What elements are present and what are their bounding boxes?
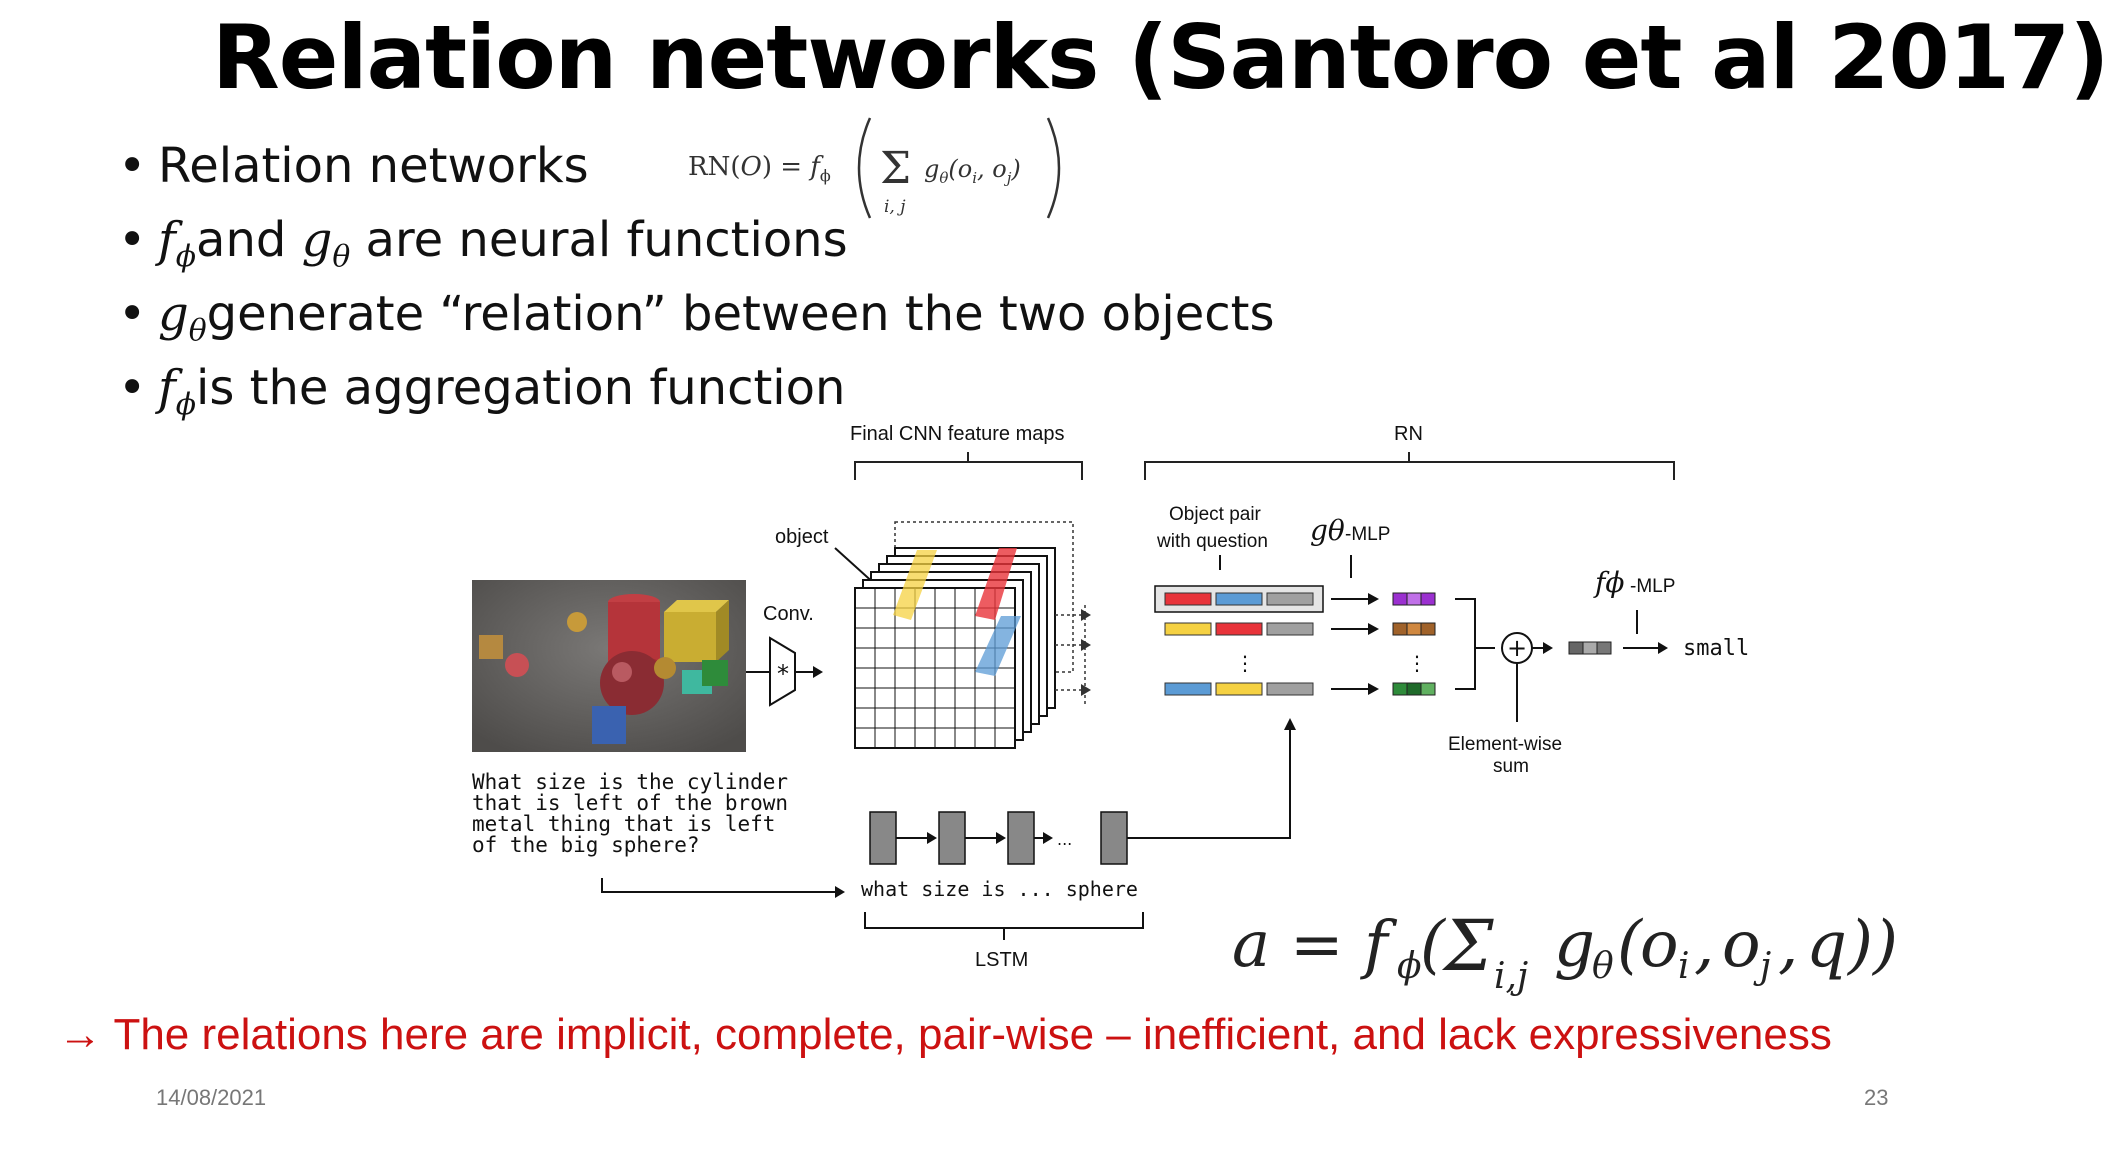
svg-text:,: , (1694, 908, 1714, 982)
svg-text:i, j: i, j (884, 197, 906, 217)
g-output-2 (1392, 622, 1436, 636)
svg-text:+: + (1507, 634, 1527, 662)
rn-label: RN (1394, 423, 1423, 445)
slide: Relation networks (Santoro et al 2017) •… (58, 6, 2108, 1110)
conv-label: Conv. (763, 603, 814, 625)
pair-ellipsis: ⋮ (1235, 651, 1255, 675)
slide-date: 14/08/2021 (156, 1085, 267, 1110)
svg-text:g: g (1554, 908, 1595, 982)
pair-row-2 (1164, 622, 1314, 636)
svg-text:Σ: Σ (1441, 905, 1494, 987)
pair-row-1 (1164, 592, 1314, 606)
bullet-1-text: Relation networks (158, 138, 589, 194)
sum-output (1568, 641, 1612, 655)
f-phi-label: fϕ (1593, 566, 1624, 599)
output-answer: small (1683, 636, 1749, 661)
object-pair-label-1: Object pair (1169, 504, 1262, 525)
arrow-right-icon: → (58, 1010, 102, 1059)
svg-text:...: ... (1057, 830, 1072, 849)
rn-bracket (1144, 452, 1675, 480)
svg-text:=: = (1290, 908, 1344, 982)
bullet-1: •Relation networks (118, 138, 589, 194)
g-theta-symbol: gθ (301, 212, 351, 275)
bullet-2: •fϕand gθ are neural functions (118, 212, 848, 274)
g-theta-symbol: gθ (158, 286, 207, 349)
clevr-scene-image (472, 580, 746, 752)
lstm-words: what size is ... sphere (861, 877, 1138, 901)
svg-text:(: ( (1617, 908, 1644, 982)
object-pair-label-2: with question (1156, 531, 1268, 552)
g-theta-label: gθ (1310, 514, 1345, 547)
f-mlp-label: -MLP (1630, 576, 1675, 597)
conv-star: * (777, 660, 789, 688)
bullet-3: •gθgenerate “relation” between the two o… (118, 286, 1275, 348)
cnn-bracket (854, 452, 1083, 480)
bullet-dot: • (118, 360, 147, 416)
bullet-3-text: generate “relation” between the two obje… (206, 286, 1275, 342)
lstm-cells (869, 811, 1128, 865)
f-phi-symbol: fϕ (158, 212, 197, 275)
svg-text:i: i (1678, 946, 1690, 987)
svg-text:i,j: i,j (1494, 956, 1528, 997)
svg-text:f: f (1360, 908, 1398, 982)
conclusion-text: → The relations here are implicit, compl… (58, 1010, 1832, 1059)
svg-text:)): )) (1846, 908, 1898, 982)
g-output-1 (1392, 592, 1436, 606)
f-phi-symbol: fϕ (158, 360, 197, 423)
svg-text:⋮: ⋮ (1407, 651, 1427, 675)
svg-text:ϕ: ϕ (1397, 946, 1422, 987)
pair-row-n (1164, 682, 1314, 696)
slide-title: Relation networks (Santoro et al 2017) (212, 6, 2108, 109)
svg-text:,: , (1778, 908, 1798, 982)
element-wise-label-2: sum (1493, 756, 1529, 777)
answer-formula: a = f ϕ ( Σ i,j g θ ( o i , o j , q )) (1232, 896, 2012, 1023)
final-cnn-label: Final CNN feature maps (850, 423, 1065, 445)
bullet-dot: • (118, 212, 147, 268)
lstm-label: LSTM (975, 949, 1028, 971)
svg-text:gθ(oi, oj): gθ(oi, oj) (924, 155, 1021, 187)
g-output-n (1392, 682, 1436, 696)
bullet-dot: • (118, 286, 147, 342)
bullet-dot: • (118, 138, 147, 194)
g-mlp-label: -MLP (1345, 524, 1390, 545)
svg-text:(: ( (1420, 908, 1447, 982)
feature-map-stack (854, 547, 1056, 749)
bullet-4: •fϕis the aggregation function (118, 360, 845, 422)
svg-text:q: q (1806, 908, 1847, 982)
svg-text:RN(O) = fϕ: RN(O) = fϕ (688, 152, 831, 185)
bullet-2-text-a: and (196, 212, 302, 268)
svg-text:o: o (1640, 908, 1679, 982)
rn-formula: RN(O) = fϕ Σ i, j gθ(oi, oj) (688, 108, 1068, 228)
bullet-2-text-b: are neural functions (350, 212, 848, 268)
svg-text:θ: θ (1592, 946, 1614, 987)
svg-text:Σ: Σ (880, 143, 911, 194)
element-wise-label-1: Element-wise (1448, 734, 1562, 755)
conv-block (769, 636, 796, 707)
bullet-4-text: is the aggregation function (196, 360, 846, 416)
svg-text:o: o (1722, 908, 1761, 982)
svg-text:a: a (1232, 908, 1270, 982)
object-label: object (775, 526, 829, 548)
rn-diagram: Final CNN feature maps RN object Conv. * (601, 423, 1749, 971)
slide-number: 23 (1864, 1085, 1889, 1110)
